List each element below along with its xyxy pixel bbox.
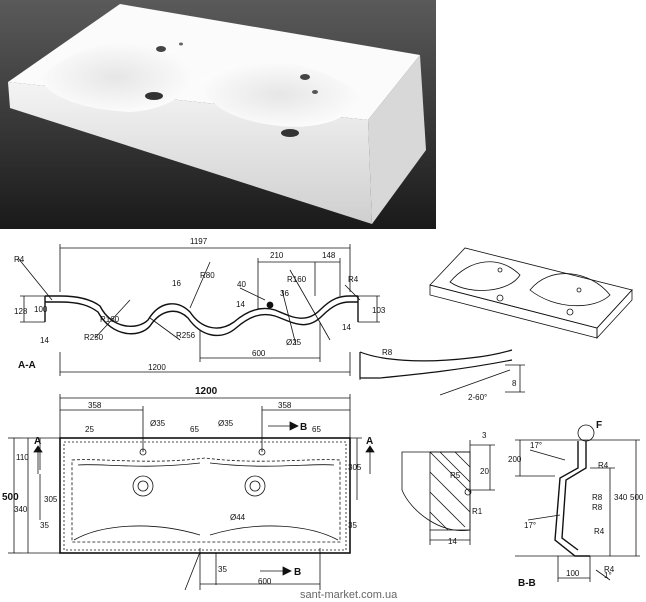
dim-358-left: 358 — [88, 401, 102, 410]
arrow-label-a-right: A — [366, 436, 373, 447]
dim-14-left: 14 — [40, 336, 49, 345]
section-label-bb: B-B — [518, 578, 536, 589]
dim-d25: Ø25 — [286, 338, 302, 347]
dim-1-bb: 1° — [604, 571, 612, 580]
dim-r80: R80 — [200, 271, 215, 280]
dim-17-bottom: 17° — [524, 521, 536, 530]
section-label-aa: A-A — [18, 360, 36, 371]
dim-20-detail: 20 — [480, 467, 489, 476]
dim-14-mid: 14 — [236, 300, 245, 309]
dim-r8-bb-a: R8 — [592, 493, 603, 502]
dim-25-plan: 25 — [85, 425, 94, 434]
dim-3-detail: 3 — [482, 431, 487, 440]
dim-r5-detail: R5 — [450, 471, 461, 480]
arrow-label-b-bottom: B — [294, 567, 301, 578]
dim-600-plan: 600 — [258, 577, 272, 586]
dim-17-top: 17° — [530, 441, 542, 450]
dim-100-bb: 100 — [566, 569, 580, 578]
dim-500-bb: 500 — [630, 493, 644, 502]
arrow-label-a-left: A — [34, 436, 41, 447]
dim-305-left: 305 — [44, 495, 58, 504]
dim-r256: R256 — [176, 331, 196, 340]
dim-drain: Ø44 — [230, 513, 246, 522]
dim-340: 340 — [14, 505, 28, 514]
dim-128: 128 — [14, 307, 28, 316]
dim-r4-left: R4 — [14, 255, 25, 264]
dim-overall-top: 1197 — [190, 237, 208, 246]
dim-r4-bb-c: R4 — [604, 565, 615, 574]
section-bb — [515, 424, 640, 582]
dim-358-right: 358 — [278, 401, 292, 410]
dim-40: 40 — [237, 280, 246, 289]
watermark: sant-market.com.ua — [300, 589, 398, 601]
dim-r4-bb-a: R4 — [598, 461, 609, 470]
dim-340-bb: 340 — [614, 493, 628, 502]
product-photo — [0, 0, 436, 229]
dim-65-left: 65 — [190, 425, 199, 434]
dim-r160-left: R160 — [100, 315, 120, 324]
dim-r4-bb-b: R4 — [594, 527, 605, 536]
dim-200-bb: 200 — [508, 455, 522, 464]
dim-r250: R250 — [84, 333, 104, 342]
detail-f — [401, 440, 495, 545]
dim-600-aa: 600 — [252, 349, 266, 358]
dim-210: 210 — [270, 251, 284, 260]
dim-r8-bb-b: R8 — [592, 503, 603, 512]
dim-35-right: 35 — [348, 521, 357, 530]
dim-overall-plan: 1200 — [195, 386, 218, 397]
dim-65-right: 65 — [312, 425, 321, 434]
section-aa — [17, 244, 380, 376]
dim-110: 110 — [16, 453, 29, 462]
plan-view — [8, 394, 375, 591]
dim-103: 103 — [372, 306, 386, 315]
dim-14-right: 14 — [342, 323, 351, 332]
dim-r4-right: R4 — [348, 275, 359, 284]
dim-148: 148 — [322, 251, 336, 260]
label-f: F — [596, 420, 602, 431]
basin-photo-illustration — [0, 0, 436, 229]
dim-r1-detail: R1 — [472, 507, 483, 516]
dim-14-detail: 14 — [448, 537, 457, 546]
profile-detail — [359, 349, 525, 396]
dim-hole-left: Ø35 — [150, 419, 166, 428]
iso-sketch — [429, 247, 633, 340]
dim-8-profile: 8 — [512, 379, 517, 388]
dim-overall-bottom: 1200 — [148, 363, 166, 372]
dim-16: 16 — [172, 279, 181, 288]
dim-36: 36 — [280, 289, 289, 298]
dim-angle-profile: 2-60° — [468, 393, 487, 402]
dim-r160-right: R160 — [287, 275, 307, 284]
dim-hole-right: Ø35 — [218, 419, 234, 428]
dim-35-bottom: 35 — [218, 565, 227, 574]
dim-305-right: 305 — [348, 463, 362, 472]
dim-100: 100 — [34, 305, 48, 314]
dim-r8-profile: R8 — [382, 348, 393, 357]
arrow-label-b-top: B — [300, 422, 307, 433]
dim-500: 500 — [2, 492, 19, 503]
dim-35-left: 35 — [40, 521, 49, 530]
